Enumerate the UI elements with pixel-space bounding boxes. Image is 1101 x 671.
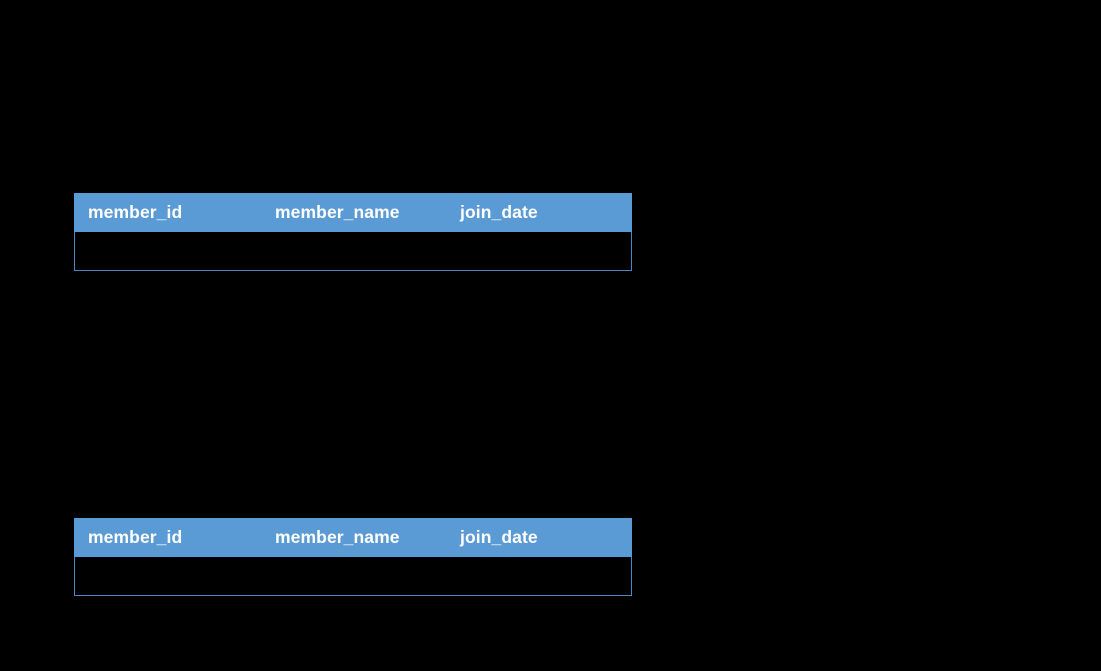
table-header-row: member_id member_name join_date bbox=[74, 193, 632, 232]
column-header-member-name[interactable]: member_name bbox=[275, 201, 400, 222]
table-row[interactable] bbox=[75, 232, 631, 270]
result-table-bottom: member_id member_name join_date bbox=[74, 518, 632, 596]
column-header-member-id[interactable]: member_id bbox=[88, 201, 183, 222]
table-body bbox=[74, 232, 632, 271]
table-header-row: member_id member_name join_date bbox=[74, 518, 632, 557]
table-body bbox=[74, 557, 632, 596]
table-row[interactable] bbox=[75, 557, 631, 595]
column-header-join-date[interactable]: join_date bbox=[460, 526, 538, 547]
column-header-member-id[interactable]: member_id bbox=[88, 526, 183, 547]
column-header-member-name[interactable]: member_name bbox=[275, 526, 400, 547]
column-header-join-date[interactable]: join_date bbox=[460, 201, 538, 222]
result-table-top: member_id member_name join_date bbox=[74, 193, 632, 271]
